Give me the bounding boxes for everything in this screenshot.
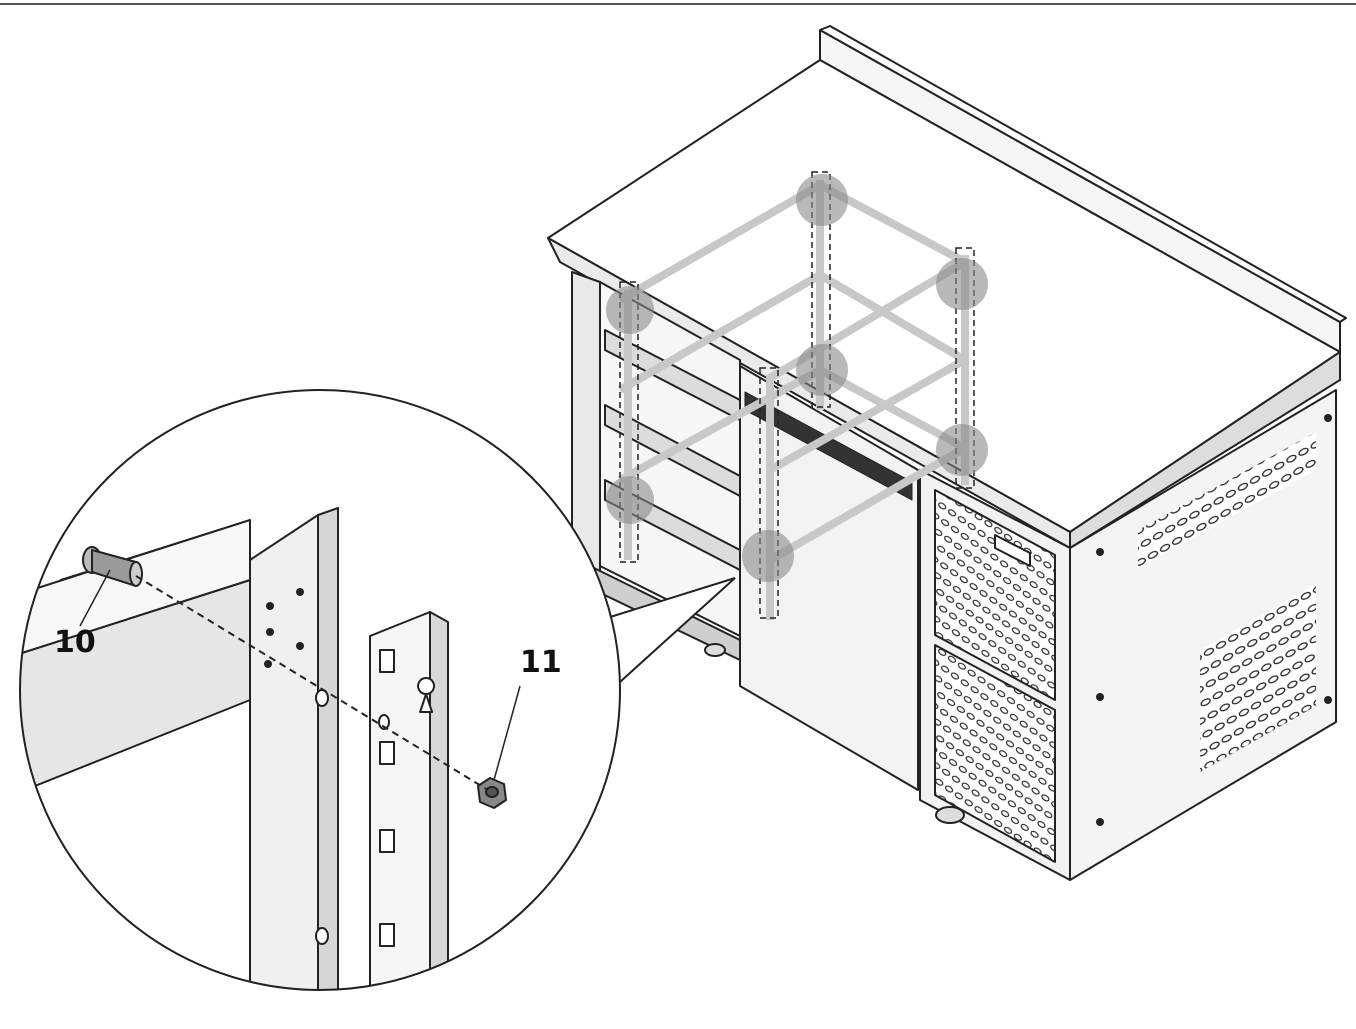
foot xyxy=(935,806,965,824)
fastening-markers xyxy=(606,174,988,582)
leader-10 xyxy=(79,569,111,627)
nut xyxy=(477,777,507,809)
upright-plate-edge xyxy=(317,507,339,990)
assembly-axis xyxy=(135,575,489,791)
zoom-circle-outline xyxy=(19,389,621,991)
fastening-point-marker xyxy=(606,476,654,524)
compressor-grille-upper xyxy=(934,489,1056,701)
rack-upright xyxy=(369,611,431,990)
side-vent-upper xyxy=(1138,432,1316,568)
callout-label-bolt: 10 xyxy=(54,625,96,660)
fastening-point-marker xyxy=(796,174,848,226)
leader-11 xyxy=(493,685,521,781)
fastening-point-marker xyxy=(606,286,654,334)
foot xyxy=(704,643,726,657)
fastening-point-marker xyxy=(936,424,988,476)
rack-slots xyxy=(379,649,395,947)
compressor-grille-lower xyxy=(934,644,1056,863)
control-panel xyxy=(994,534,1031,567)
callout-label-nut: 11 xyxy=(520,645,562,680)
keyhole-slot xyxy=(417,677,435,713)
worktop-side-edge xyxy=(1069,351,1341,549)
backsplash-top xyxy=(819,25,1347,323)
fastening-point-marker xyxy=(796,344,848,396)
drawer-handle xyxy=(744,391,913,501)
bolt xyxy=(82,546,143,587)
side-vent-lower xyxy=(1200,584,1316,772)
fastening-point-marker xyxy=(936,258,988,310)
plate-holes xyxy=(264,588,304,668)
rack-upright-edge xyxy=(429,611,449,990)
fastening-point-marker xyxy=(742,530,794,582)
plate-slot xyxy=(315,927,329,945)
upright-plate xyxy=(249,514,319,990)
uprights xyxy=(619,171,975,619)
